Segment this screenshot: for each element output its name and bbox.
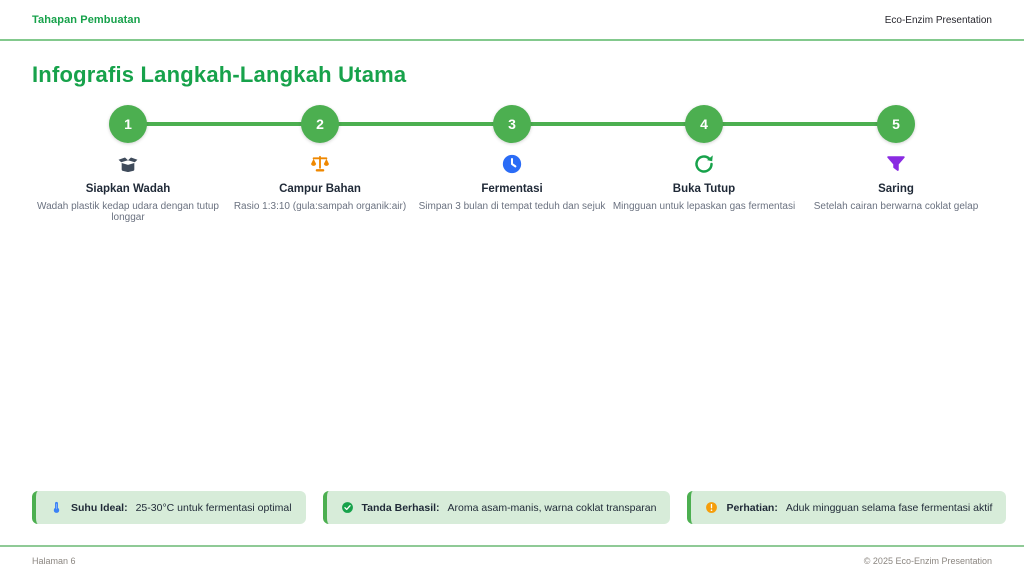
scale-balanced-icon <box>309 153 331 175</box>
step-number: 3 <box>508 116 516 132</box>
info-boxes-row: Suhu Ideal: 25-30°C untuk fermentasi opt… <box>32 491 1007 524</box>
step-title: Buka Tutup <box>672 183 736 195</box>
slide-header: Tahapan Pembuatan Eco-Enzim Presentation <box>0 0 1024 41</box>
step-description: Mingguan untuk lepaskan gas fermentasi <box>612 201 796 212</box>
timeline-step: 2 Campur Bahan Rasio 1:3:10 (gula:sampah… <box>224 105 416 223</box>
timeline-step: 5 Saring Setelah cairan berwarna coklat … <box>800 105 992 223</box>
timeline-step: 4 Buka Tutup Mingguan untuk lepaskan gas… <box>608 105 800 223</box>
step-description: Setelah cairan berwarna coklat gelap <box>813 201 979 212</box>
thermometer-icon <box>50 501 63 514</box>
step-title: Saring <box>878 183 914 195</box>
step-number: 2 <box>316 116 324 132</box>
header-presentation-name: Eco-Enzim Presentation <box>884 14 992 26</box>
step-number: 5 <box>892 116 900 132</box>
check-circle-icon <box>341 501 354 514</box>
steps-timeline: 1 Siapkan Wadah Wadah plastik kedap udar… <box>32 105 992 223</box>
step-description: Wadah plastik kedap udara dengan tutup l… <box>37 201 219 223</box>
header-section-label: Tahapan Pembuatan <box>32 14 141 26</box>
filter-funnel-icon <box>885 153 907 175</box>
slide-footer: Halaman 6 © 2025 Eco-Enzim Presentation <box>0 545 1024 576</box>
step-description: Rasio 1:3:10 (gula:sampah organik:air) <box>233 201 407 212</box>
timeline-step: 1 Siapkan Wadah Wadah plastik kedap udar… <box>32 105 224 223</box>
warning-circle-icon <box>705 501 718 514</box>
info-box-label: Tanda Berhasil: <box>361 501 440 514</box>
step-number: 1 <box>124 116 132 132</box>
page-title: Infografis Langkah-Langkah Utama <box>32 62 407 87</box>
clock-icon <box>501 153 523 175</box>
info-box: Suhu Ideal: 25-30°C untuk fermentasi opt… <box>32 491 306 524</box>
step-number-circle: 2 <box>301 105 339 143</box>
step-number: 4 <box>700 116 708 132</box>
info-box-label: Perhatian: <box>726 501 778 514</box>
step-number-circle: 4 <box>685 105 723 143</box>
box-open-icon <box>117 153 139 175</box>
timeline-step: 3 Fermentasi Simpan 3 bulan di tempat te… <box>416 105 608 223</box>
page-number: Halaman 6 <box>32 556 76 566</box>
step-title: Siapkan Wadah <box>85 183 171 195</box>
info-box-label: Suhu Ideal: <box>71 501 128 514</box>
copyright-text: © 2025 Eco-Enzim Presentation <box>863 556 992 566</box>
step-number-circle: 3 <box>493 105 531 143</box>
step-title: Campur Bahan <box>279 183 361 195</box>
rotate-right-icon <box>693 153 715 175</box>
info-box: Tanda Berhasil: Aroma asam-manis, warna … <box>322 491 671 524</box>
steps-container: 1 Siapkan Wadah Wadah plastik kedap udar… <box>32 105 992 223</box>
step-description: Simpan 3 bulan di tempat teduh dan sejuk <box>418 201 606 212</box>
info-box-text: Aduk mingguan selama fase fermentasi akt… <box>785 501 993 514</box>
step-number-circle: 5 <box>877 105 915 143</box>
info-box-text: 25-30°C untuk fermentasi optimal <box>135 501 292 514</box>
info-box: Perhatian: Aduk mingguan selama fase fer… <box>687 491 1007 524</box>
info-box-text: Aroma asam-manis, warna coklat transpara… <box>447 501 657 514</box>
step-title: Fermentasi <box>481 183 543 195</box>
step-number-circle: 1 <box>109 105 147 143</box>
